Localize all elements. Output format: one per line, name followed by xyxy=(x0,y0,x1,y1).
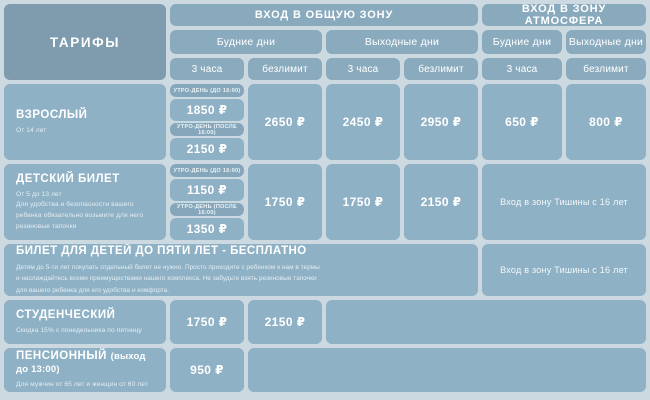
row-subtitle-student: Скидка 15% с понедельника по пятницу xyxy=(16,326,142,334)
price-value: 950 ₽ xyxy=(190,363,224,377)
row-label-student: СТУДЕНЧЕСКИЙ Скидка 15% с понедельника п… xyxy=(4,300,166,344)
child-price-weekend-3h: 1750 ₽ xyxy=(326,164,400,240)
price-value: 1350 ₽ xyxy=(186,222,228,236)
adult-price-atmosphere-weekday: 650 ₽ xyxy=(482,84,562,160)
price-value: 2950 ₽ xyxy=(420,115,462,129)
mini-label: УТРО-ДЕНЬ (ПОСЛЕ 16:00) xyxy=(177,123,237,136)
adult-price-weekend-unlimited: 2950 ₽ xyxy=(404,84,478,160)
duration-col-5: 3 часа xyxy=(482,58,562,80)
daytype-label: Выходные дни xyxy=(364,36,440,48)
student-empty-cell xyxy=(326,300,646,344)
adult-price-weekday-unlimited: 2650 ₽ xyxy=(248,84,322,160)
row-subtitle-child: От 5 до 13 лет xyxy=(16,190,62,198)
duration-label: 3 часа xyxy=(347,63,379,75)
zone-header-common-label: ВХОД В ОБЩУЮ ЗОНУ xyxy=(254,9,394,21)
free-atmosphere-silence-note: Вход в зону Тишины с 16 лет xyxy=(482,244,646,296)
row-note-child: Для удобства и безопасности вашего ребен… xyxy=(16,201,144,230)
daytype-common-weekend: Выходные дни xyxy=(326,30,478,54)
silence-zone-note: Вход в зону Тишины с 16 лет xyxy=(500,265,628,275)
duration-col-4: безлимит xyxy=(404,58,478,80)
price-value: 1750 ₽ xyxy=(186,315,228,329)
daytype-label: Будние дни xyxy=(492,36,552,48)
child-morning-before16-label: УТРО-ДЕНЬ (ДО 16:00) xyxy=(170,164,244,177)
adult-price-atmosphere-weekend: 800 ₽ xyxy=(566,84,646,160)
row-label-adult: ВЗРОСЛЫЙ От 14 лет xyxy=(4,84,166,160)
row-title-student: СТУДЕНЧЕСКИЙ xyxy=(16,308,116,321)
row-title-pensioner: ПЕНСИОННЫЙ (выход до 13:00) xyxy=(16,350,156,376)
duration-label: 3 часа xyxy=(191,63,223,75)
duration-label: безлимит xyxy=(583,63,629,75)
student-price-weekday-unlimited: 2150 ₽ xyxy=(248,300,322,344)
adult-morning-before16-label: УТРО-ДЕНЬ (ДО 16:00) xyxy=(170,84,244,97)
price-value: 1750 ₽ xyxy=(264,195,306,209)
price-value: 2450 ₽ xyxy=(342,115,384,129)
child-atmosphere-silence-note: Вход в зону Тишины с 16 лет xyxy=(482,164,646,240)
price-value: 2150 ₽ xyxy=(264,315,306,329)
adult-price-weekend-3h: 2450 ₽ xyxy=(326,84,400,160)
adult-morning-after16-label: УТРО-ДЕНЬ (ПОСЛЕ 16:00) xyxy=(170,123,244,136)
duration-label: 3 часа xyxy=(506,63,538,75)
price-value: 800 ₽ xyxy=(589,115,623,129)
daytype-label: Выходные дни xyxy=(568,36,644,48)
duration-label: безлимит xyxy=(262,63,308,75)
duration-label: безлимит xyxy=(418,63,464,75)
zone-header-atmosphere-label: ВХОД В ЗОНУ АТМОСФЕРА xyxy=(521,4,607,26)
child-morning-before16-price: 1150 ₽ xyxy=(170,179,244,201)
tariffs-title-cell: ТАРИФЫ xyxy=(4,4,166,80)
row-title-pensioner-main: ПЕНСИОННЫЙ xyxy=(16,349,107,362)
row-label-child: ДЕТСКИЙ БИЛЕТ От 5 до 13 лет Для удобств… xyxy=(4,164,166,240)
student-price-weekday-3h: 1750 ₽ xyxy=(170,300,244,344)
row-subtitle-adult: От 14 лет xyxy=(16,126,47,134)
mini-label: УТРО-ДЕНЬ (ПОСЛЕ 16:00) xyxy=(177,203,237,216)
row-free-under-five: БИЛЕТ ДЛЯ ДЕТЕЙ ДО ПЯТИ ЛЕТ - БЕСПЛАТНО … xyxy=(4,244,478,296)
price-value: 650 ₽ xyxy=(505,115,539,129)
row-subtitle-pensioner: Для мужчин от 65 лет и женщин от 60 лет xyxy=(16,381,148,389)
silence-zone-note: Вход в зону Тишины с 16 лет xyxy=(500,197,628,207)
row-title-adult: ВЗРОСЛЫЙ xyxy=(16,108,88,121)
price-value: 1150 ₽ xyxy=(186,183,228,197)
pensioner-price-weekday-3h: 950 ₽ xyxy=(170,348,244,392)
price-value: 2650 ₽ xyxy=(264,115,306,129)
child-price-weekday-unlimited: 1750 ₽ xyxy=(248,164,322,240)
adult-morning-before16-price: 1850 ₽ xyxy=(170,99,244,121)
row-title-free-under-five: БИЛЕТ ДЛЯ ДЕТЕЙ ДО ПЯТИ ЛЕТ - БЕСПЛАТНО xyxy=(16,245,307,258)
child-morning-after16-price: 1350 ₽ xyxy=(170,218,244,240)
mini-label: УТРО-ДЕНЬ (ДО 16:00) xyxy=(173,87,241,94)
duration-col-6: безлимит xyxy=(566,58,646,80)
row-label-pensioner: ПЕНСИОННЫЙ (выход до 13:00) Для мужчин о… xyxy=(4,348,166,392)
mini-label: УТРО-ДЕНЬ (ДО 16:00) xyxy=(173,167,241,174)
row-title-child: ДЕТСКИЙ БИЛЕТ xyxy=(16,172,120,185)
adult-morning-after16-price: 2150 ₽ xyxy=(170,138,244,160)
daytype-atmosphere-weekend: Выходные дни xyxy=(566,30,646,54)
daytype-common-weekday: Будние дни xyxy=(170,30,322,54)
price-value: 2150 ₽ xyxy=(186,142,228,156)
child-price-weekend-unlimited: 2150 ₽ xyxy=(404,164,478,240)
duration-col-3: 3 часа xyxy=(326,58,400,80)
row-title-pensioner-suffix: (выход до 13:00) xyxy=(16,350,146,376)
price-value: 2150 ₽ xyxy=(420,195,462,209)
child-morning-after16-label: УТРО-ДЕНЬ (ПОСЛЕ 16:00) xyxy=(170,203,244,216)
daytype-label: Будние дни xyxy=(216,36,276,48)
duration-col-2: безлимит xyxy=(248,58,322,80)
zone-header-atmosphere: ВХОД В ЗОНУ АТМОСФЕРА xyxy=(482,4,646,26)
pensioner-empty-cell xyxy=(248,348,646,392)
zone-header-common: ВХОД В ОБЩУЮ ЗОНУ xyxy=(170,4,478,26)
price-value: 1750 ₽ xyxy=(342,195,384,209)
row-description-free-under-five: Детям до 5-ти лет покупать отдельный бил… xyxy=(16,264,320,294)
daytype-atmosphere-weekday: Будние дни xyxy=(482,30,562,54)
page-title: ТАРИФЫ xyxy=(49,34,121,50)
price-value: 1850 ₽ xyxy=(186,103,228,117)
duration-col-1: 3 часа xyxy=(170,58,244,80)
